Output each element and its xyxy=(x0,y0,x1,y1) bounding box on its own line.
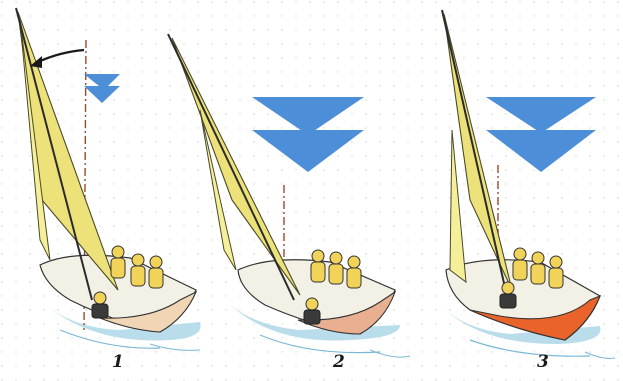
panel-label-2: 2 xyxy=(333,352,345,372)
crew-3 xyxy=(499,247,564,309)
wind-arrow-1 xyxy=(84,74,120,90)
sails-2 xyxy=(167,33,301,301)
crew-1 xyxy=(91,245,164,319)
sails-1 xyxy=(15,7,119,301)
mast-1 xyxy=(15,7,93,301)
panel-label-1: 1 xyxy=(112,352,124,372)
panel-3 xyxy=(440,9,616,359)
wind-arrow-2 xyxy=(252,97,364,135)
wind-arrow-3 xyxy=(486,97,596,133)
mast-2 xyxy=(167,33,295,301)
panel-2 xyxy=(167,33,411,358)
crew-2 xyxy=(303,249,362,325)
panel-1 xyxy=(15,7,201,351)
mast-3 xyxy=(441,9,507,293)
panel-label-3: 3 xyxy=(537,352,549,372)
sails-3 xyxy=(441,9,513,293)
